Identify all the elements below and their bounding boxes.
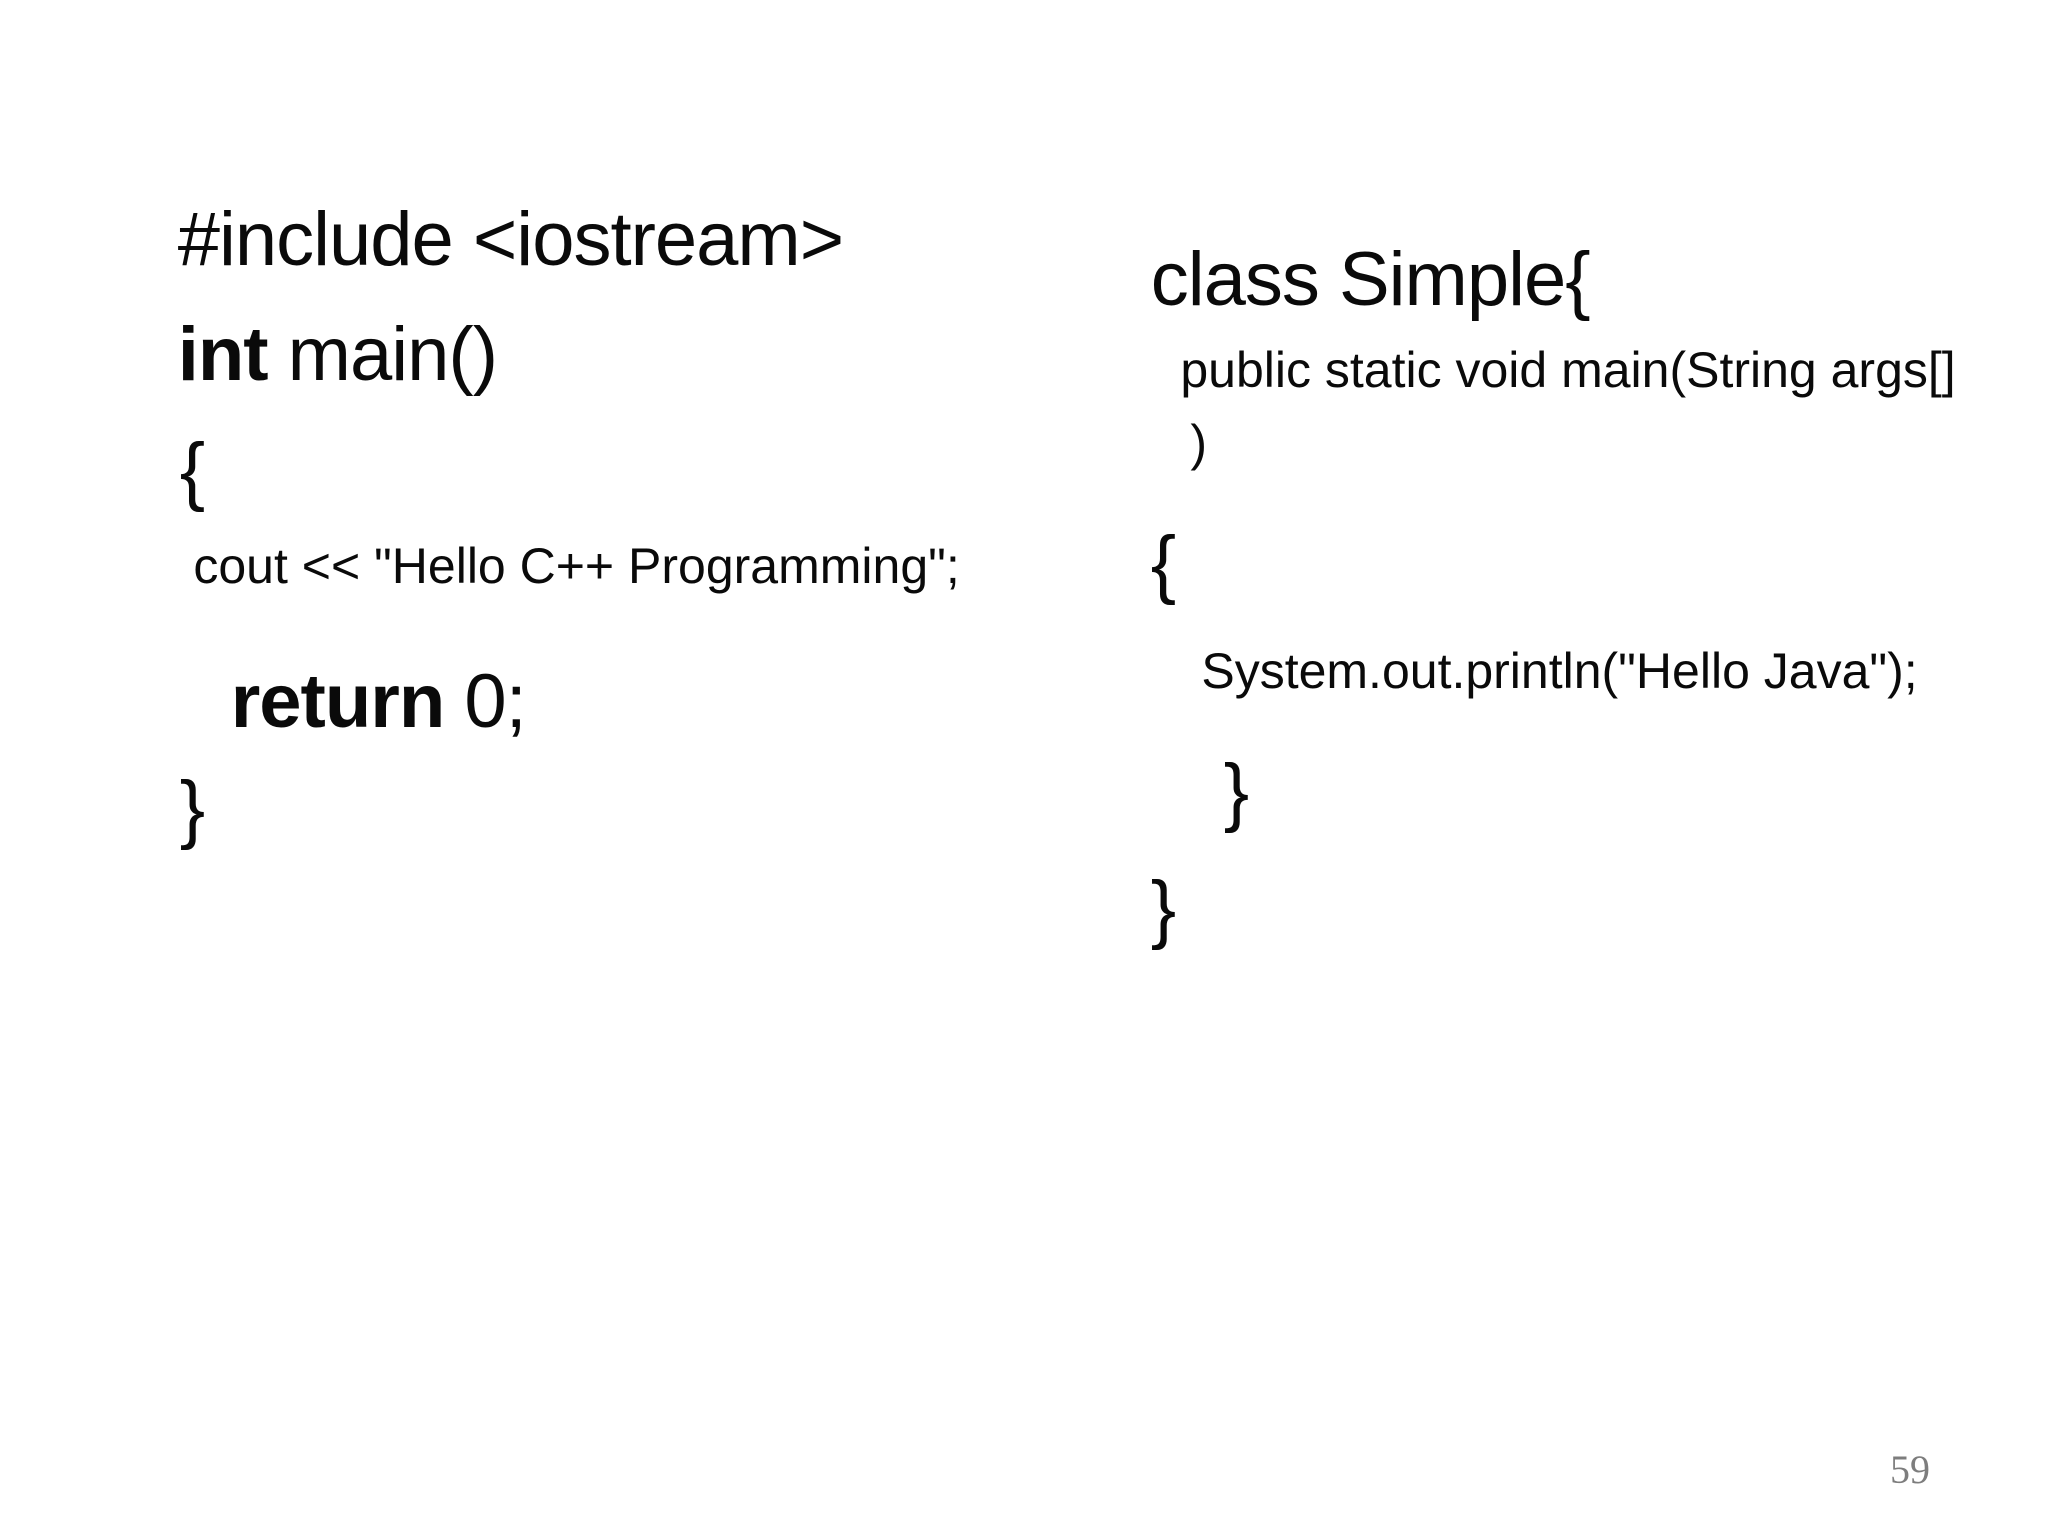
cpp-open-brace: {	[59, 357, 205, 585]
cpp-cout-text: cout << "Hello C++ Programming";	[193, 538, 960, 594]
java-outer-close-brace: }	[1030, 795, 1176, 1023]
java-wrapped-paren-text: )	[1190, 415, 1208, 471]
cpp-return-value: 0;	[444, 659, 526, 744]
java-println-line: System.out.println("Hello Java");	[1118, 596, 1918, 746]
java-main-line: public static void main(String args[]	[1097, 295, 1956, 445]
cpp-return-line: return 0;	[110, 588, 527, 816]
cpp-include-text: #include <iostream>	[177, 197, 844, 282]
java-open-brace: {	[1030, 450, 1176, 678]
java-inner-close-brace: }	[1103, 678, 1249, 906]
cpp-main-signature: main()	[267, 312, 498, 397]
page-number: 59	[1890, 1447, 1930, 1492]
java-println-text: System.out.println("Hello Java");	[1201, 643, 1918, 699]
cpp-int-keyword: int	[177, 312, 269, 397]
java-class-line: class Simple{	[1030, 166, 1591, 394]
cpp-main-line: int main()	[57, 241, 498, 469]
java-open-brace-text: {	[1150, 521, 1176, 606]
java-main-text: public static void main(String args[]	[1180, 342, 1956, 398]
cpp-open-brace-text: {	[179, 428, 205, 513]
cpp-include-line: #include <iostream>	[57, 126, 844, 354]
cpp-cout-line: cout << "Hello C++ Programming";	[110, 491, 960, 641]
cpp-close-brace: }	[59, 695, 205, 923]
java-wrapped-paren: )	[1107, 368, 1207, 518]
java-inner-close-brace-text: }	[1223, 749, 1249, 834]
cpp-return-keyword: return	[230, 659, 446, 744]
cpp-close-brace-text: }	[179, 766, 205, 851]
java-class-text: class Simple{	[1150, 237, 1591, 322]
java-outer-close-brace-text: }	[1150, 866, 1176, 951]
